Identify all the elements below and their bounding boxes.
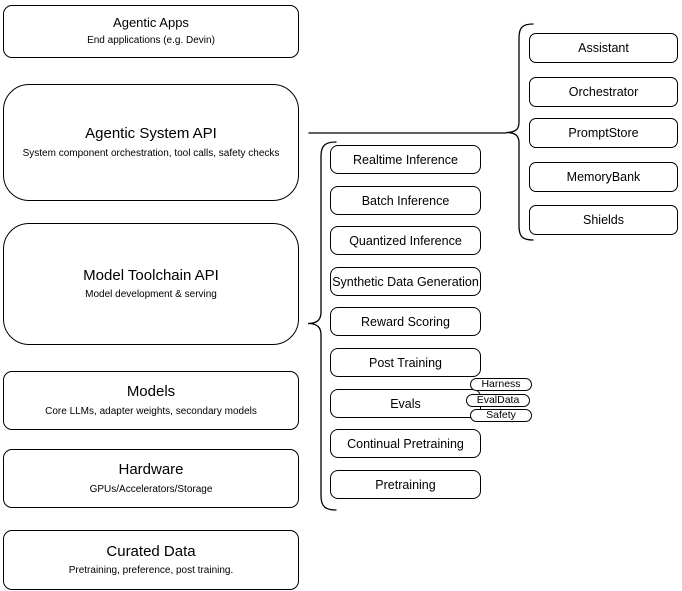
node-curated-data: Curated Data Pretraining, preference, po… bbox=[3, 530, 299, 590]
node-evals: Evals bbox=[330, 389, 481, 418]
node-memorybank: MemoryBank bbox=[529, 162, 678, 192]
node-subtitle: Pretraining, preference, post training. bbox=[68, 565, 234, 577]
node-agentic-system-api: Agentic System API System component orch… bbox=[3, 84, 299, 201]
node-title: Models bbox=[126, 383, 176, 401]
node-models: Models Core LLMs, adapter weights, secon… bbox=[3, 371, 299, 430]
node-subtitle: End applications (e.g. Devin) bbox=[87, 34, 215, 46]
node-hardware: Hardware GPUs/Accelerators/Storage bbox=[3, 449, 299, 508]
node-subtitle: Model development & serving bbox=[85, 289, 217, 301]
node-orchestrator: Orchestrator bbox=[529, 77, 678, 107]
tag-safety: Safety bbox=[470, 409, 532, 422]
node-title: Agentic System API bbox=[85, 125, 217, 143]
tag-harness: Harness bbox=[470, 378, 532, 391]
node-title: Agentic Apps bbox=[113, 15, 189, 31]
node-batch-inference: Batch Inference bbox=[330, 186, 481, 215]
node-pretraining: Pretraining bbox=[330, 470, 481, 499]
node-subtitle: Core LLMs, adapter weights, secondary mo… bbox=[45, 405, 257, 417]
tag-evaldata: EvalData bbox=[466, 394, 530, 407]
node-title: Curated Data bbox=[106, 542, 196, 560]
node-reward-scoring: Reward Scoring bbox=[330, 307, 481, 336]
node-assistant: Assistant bbox=[529, 33, 678, 63]
node-agentic-apps: Agentic Apps End applications (e.g. Devi… bbox=[3, 5, 299, 58]
node-model-toolchain-api: Model Toolchain API Model development & … bbox=[3, 223, 299, 345]
node-realtime-inference: Realtime Inference bbox=[330, 145, 481, 174]
node-shields: Shields bbox=[529, 205, 678, 235]
node-title: Model Toolchain API bbox=[83, 266, 219, 284]
node-subtitle: System component orchestration, tool cal… bbox=[22, 147, 280, 159]
node-post-training: Post Training bbox=[330, 348, 481, 377]
node-synthetic-data-generation: Synthetic Data Generation bbox=[330, 267, 481, 296]
node-subtitle: GPUs/Accelerators/Storage bbox=[89, 483, 213, 495]
node-promptstore: PromptStore bbox=[529, 118, 678, 148]
node-title: Hardware bbox=[118, 461, 184, 479]
node-quantized-inference: Quantized Inference bbox=[330, 226, 481, 255]
node-continual-pretraining: Continual Pretraining bbox=[330, 429, 481, 458]
